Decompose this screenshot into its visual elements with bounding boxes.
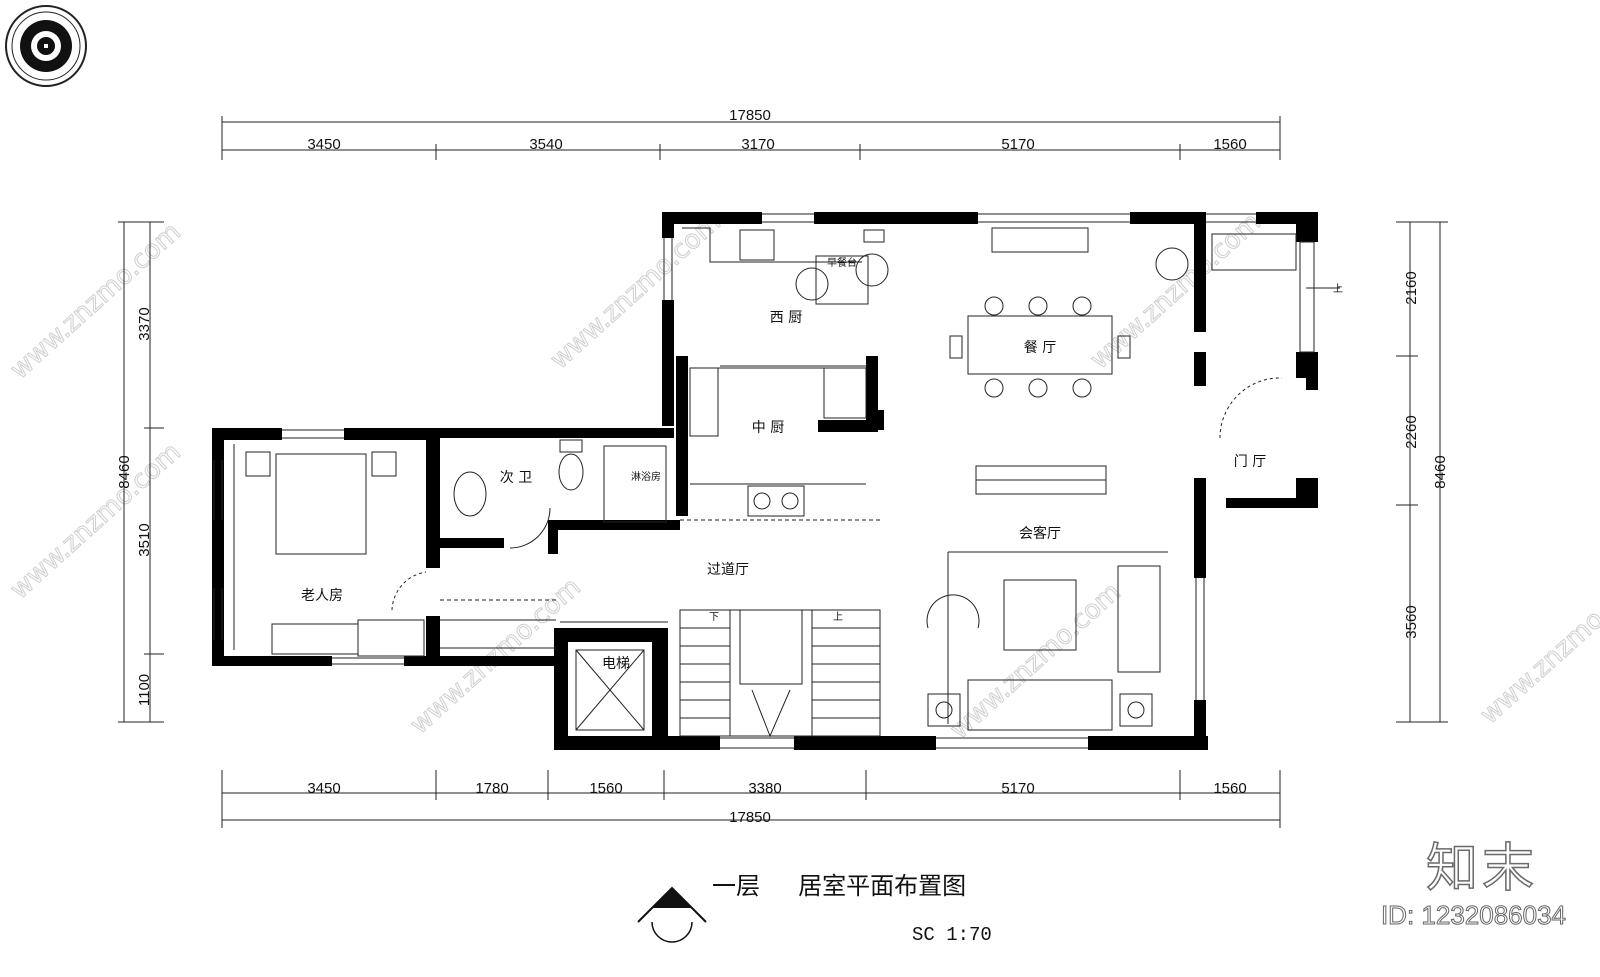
dim-bottom-seg: 1560 (1213, 780, 1246, 797)
stairs-up-label: 上 (833, 611, 843, 623)
plan-name: 居室平面布置图 (798, 872, 967, 900)
room-label-breakfast: 早餐台 (827, 256, 857, 269)
room-label-living: 会客厅 (1019, 525, 1061, 542)
dim-left-seg: 3510 (136, 523, 153, 556)
room-labels: 早餐台 西 厨 中 厨 餐 厅 门 厅 会客厅 过道厅 老人房 次 卫 淋浴房 … (301, 256, 1343, 672)
room-label-elderly-room: 老人房 (301, 588, 343, 604)
room-label-second-bath: 次 卫 (500, 470, 532, 486)
dim-top-seg: 1560 (1213, 136, 1246, 153)
dim-left-total: 8460 (116, 455, 133, 488)
room-label-western-kitchen: 西 厨 (770, 310, 802, 326)
dim-left-seg: 3370 (136, 307, 153, 340)
watermark-text: www.znzmo.com (5, 217, 187, 385)
dim-bottom-seg: 3380 (748, 780, 781, 797)
watermark-text: www.znzmo.com (945, 577, 1127, 745)
dim-top-seg: 3170 (741, 136, 774, 153)
entry-up-label: 上 (1333, 283, 1343, 295)
dim-top-seg: 3540 (529, 136, 562, 153)
room-label-hallway: 过道厅 (707, 562, 749, 578)
dim-bottom-seg: 1780 (475, 780, 508, 797)
stairs-down-label: 下 (709, 612, 719, 623)
plan-level: 一层 (712, 872, 760, 900)
dim-bottom-seg: 5170 (1001, 780, 1034, 797)
room-label-chinese-kitchen: 中 厨 (752, 420, 784, 436)
dim-left-seg: 1100 (136, 674, 153, 706)
watermark-brand: 知末 (1425, 838, 1538, 900)
room-label-elevator: 电梯 (602, 656, 630, 672)
dim-right-seg: 2260 (1403, 415, 1420, 448)
plan-scale: SC 1:70 (912, 924, 992, 946)
dim-right-seg: 2160 (1403, 271, 1420, 304)
left-dimensions (118, 221, 164, 723)
dim-bottom-total: 17850 (729, 809, 771, 826)
dim-top-seg: 3450 (307, 136, 340, 153)
watermark-text: www.znzmo.com (545, 207, 727, 375)
fixtures (213, 213, 1340, 749)
dim-right-total: 8460 (1432, 455, 1449, 488)
compass-logo-icon (5, 5, 87, 87)
room-label-shower: 淋浴房 (631, 470, 661, 483)
right-dimensions (1396, 221, 1448, 723)
room-label-dining: 餐 厅 (1024, 340, 1056, 356)
dim-top-seg: 5170 (1001, 136, 1034, 153)
plan-title: 一层 居室平面布置图 (712, 866, 966, 901)
bottom-dimensions (221, 770, 1281, 828)
watermark-id: ID: 1232086034 (1380, 900, 1566, 931)
walls (212, 212, 1318, 750)
dim-top-total: 17850 (729, 107, 771, 124)
title-symbol-icon (637, 886, 707, 943)
top-dimensions (221, 116, 1281, 160)
watermark-text: www.znzmo.com (1475, 562, 1600, 730)
dim-bottom-seg: 3450 (307, 780, 340, 797)
room-label-foyer: 门 厅 (1234, 454, 1266, 470)
dim-right-seg: 3560 (1403, 605, 1420, 638)
watermark-text: www.znzmo.com (5, 437, 187, 605)
dim-bottom-seg: 1560 (589, 780, 622, 797)
